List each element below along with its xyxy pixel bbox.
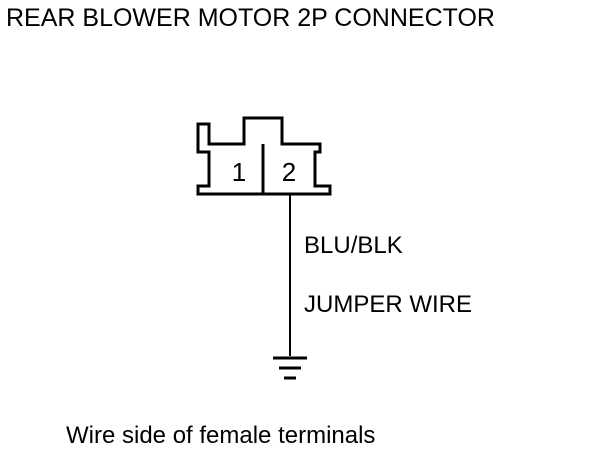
diagram-title: REAR BLOWER MOTOR 2P CONNECTOR (6, 4, 495, 32)
ground-icon (273, 356, 307, 380)
diagram-caption: Wire side of female terminals (66, 422, 376, 449)
wire-note-label: JUMPER WIRE (304, 291, 472, 318)
connector-housing (196, 116, 332, 196)
pin-1-label: 1 (232, 157, 246, 187)
pin-2-label: 2 (282, 157, 296, 187)
wire-color-label: BLU/BLK (304, 232, 403, 259)
